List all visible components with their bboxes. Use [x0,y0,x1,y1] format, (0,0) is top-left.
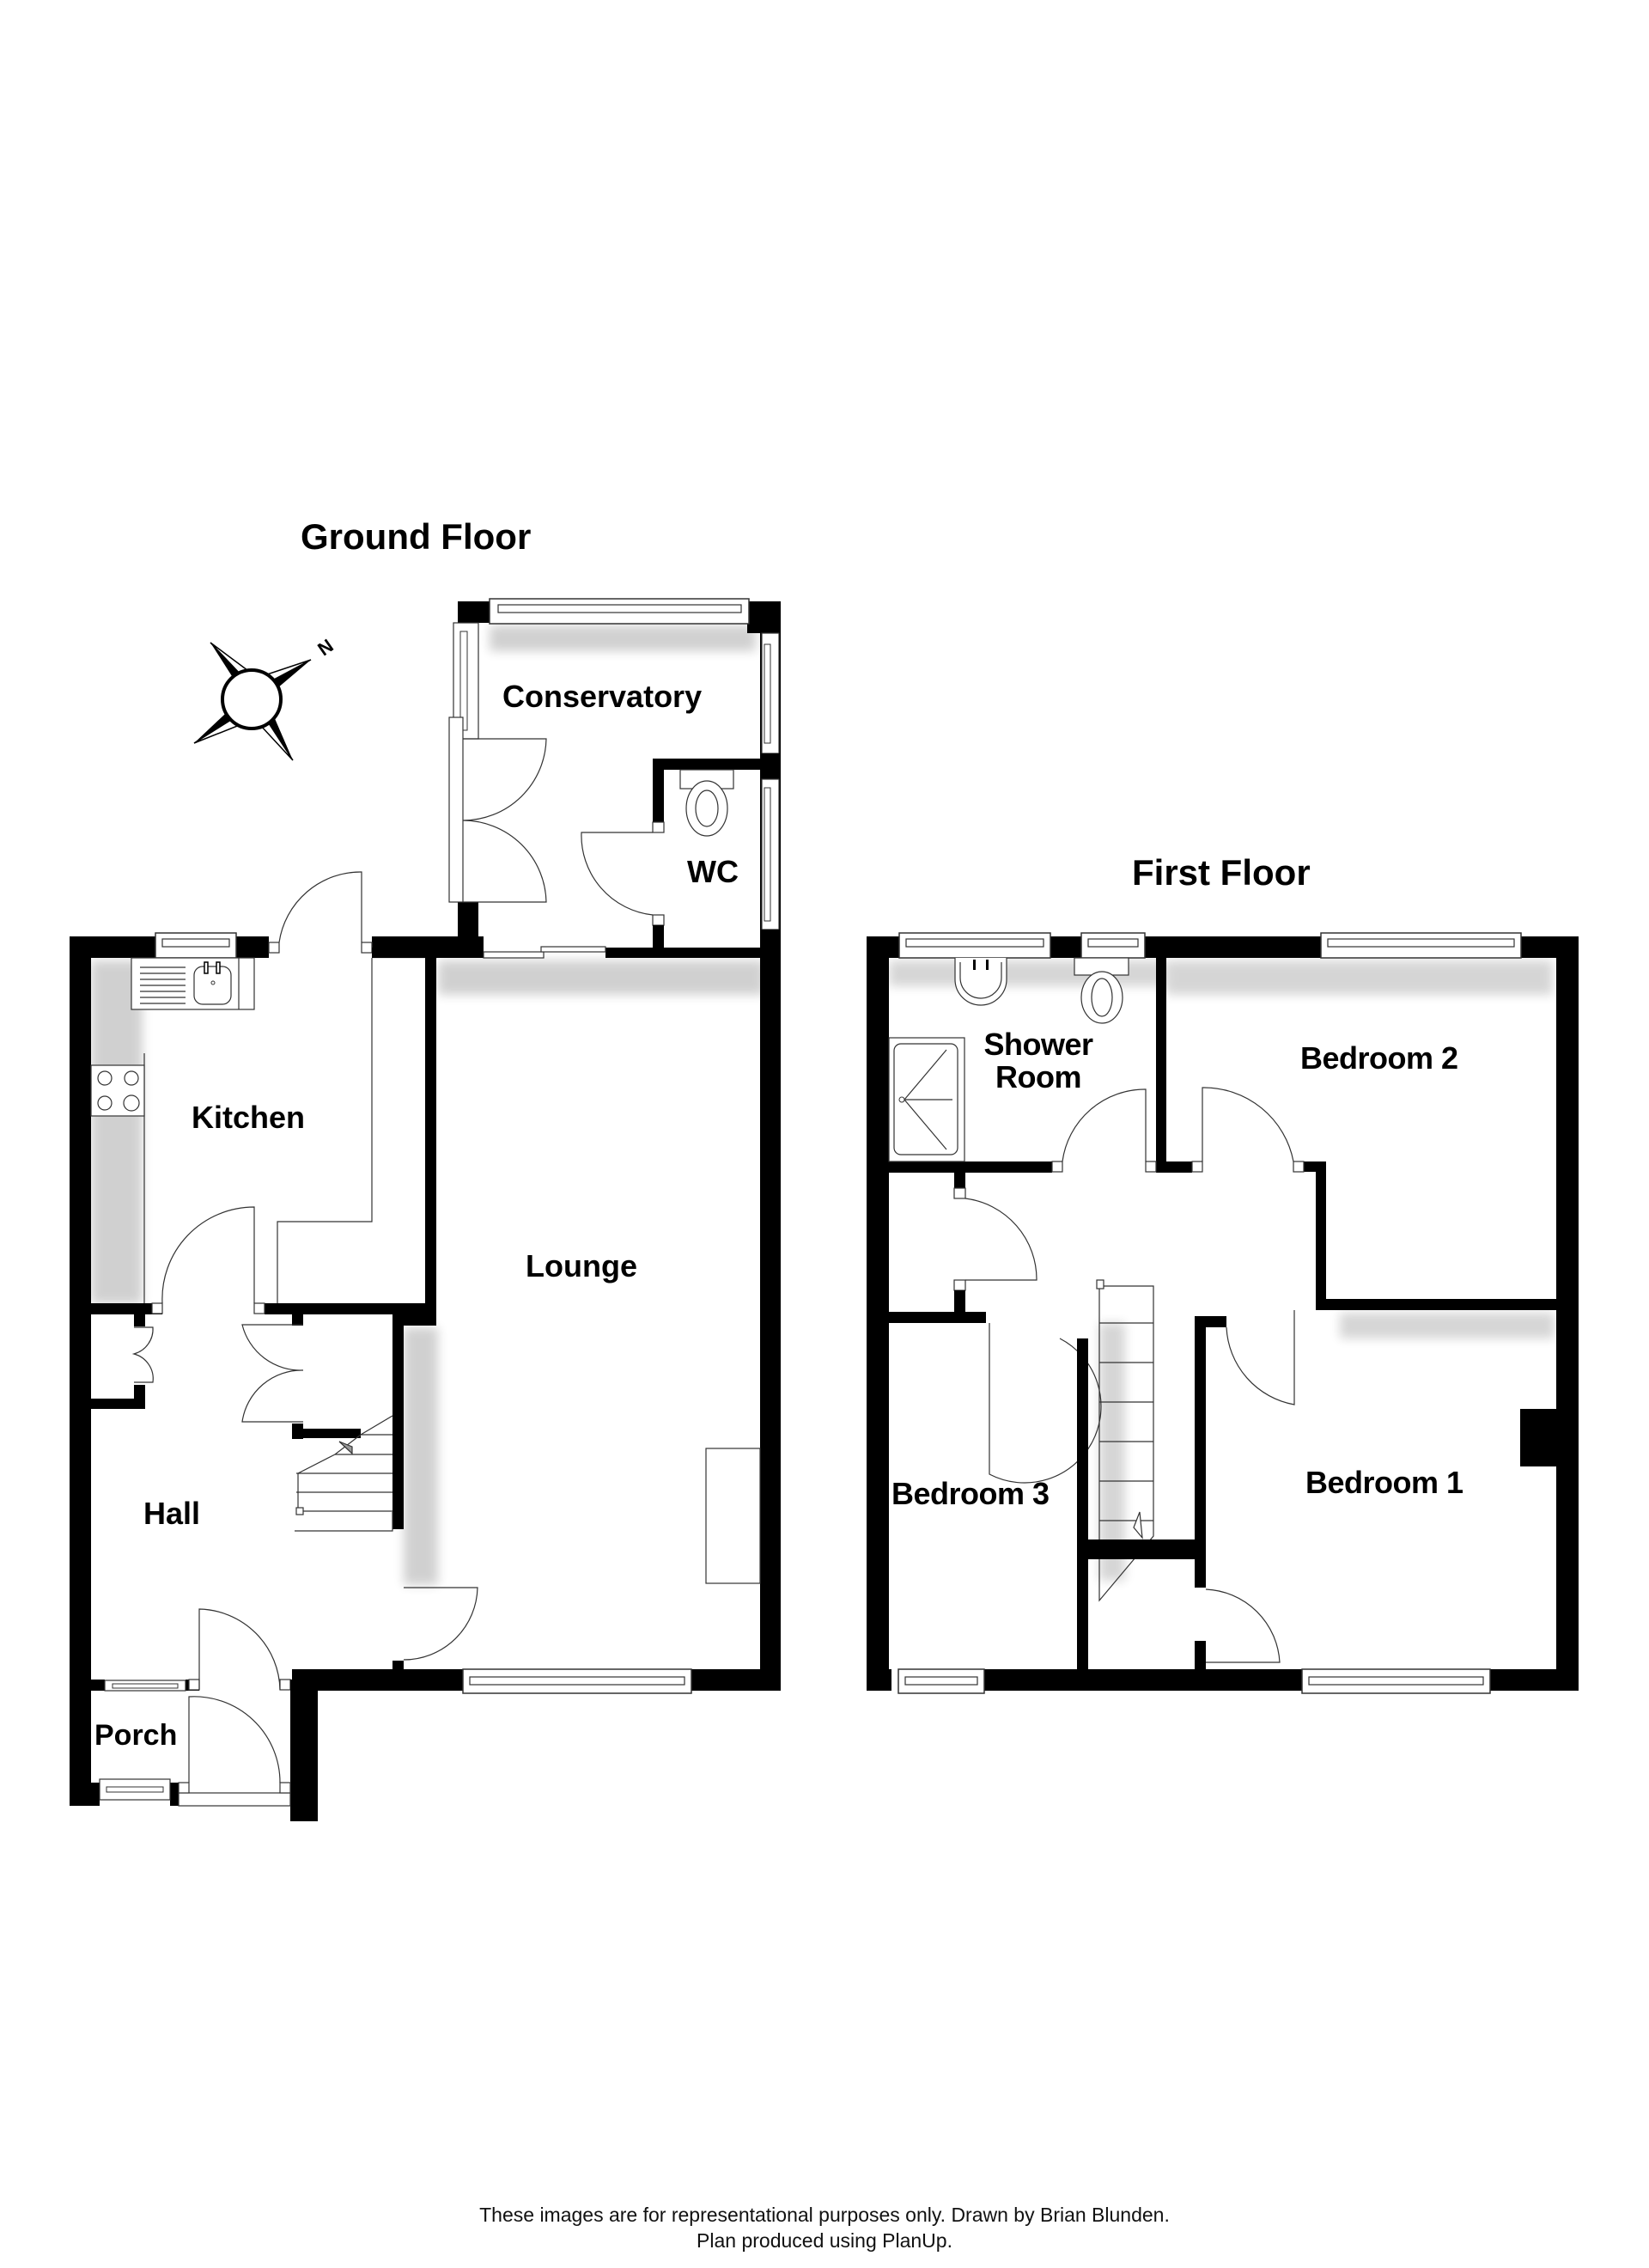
ground-floor-plan [70,598,781,1821]
room-label-kitchen: Kitchen [192,1100,306,1135]
room-label-shower-line2: Room [995,1058,1082,1094]
room-label-lounge: Lounge [526,1248,637,1283]
room-label-hall: Hall [143,1496,201,1531]
room-label-bedroom-2: Bedroom 2 [1300,1040,1458,1076]
room-label-conservatory: Conservatory [502,679,703,714]
ground-floor-title: Ground Floor [301,516,532,557]
room-label-bedroom-1: Bedroom 1 [1305,1465,1463,1500]
disclaimer-line-1: These images are for representational pu… [479,2204,1170,2226]
first-floor-plan [867,932,1579,1802]
room-label-bedroom-3: Bedroom 3 [891,1476,1050,1511]
compass-rose-icon [193,642,312,761]
room-label-porch: Porch [94,1719,178,1752]
room-label-wc: WC [687,854,739,889]
disclaimer-line-2: Plan produced using PlanUp. [697,2229,952,2252]
room-label-shower-line1: Shower [983,1027,1093,1062]
first-floor-title: First Floor [1132,852,1311,893]
room-label-shower-room: Shower Room [974,1028,1103,1094]
